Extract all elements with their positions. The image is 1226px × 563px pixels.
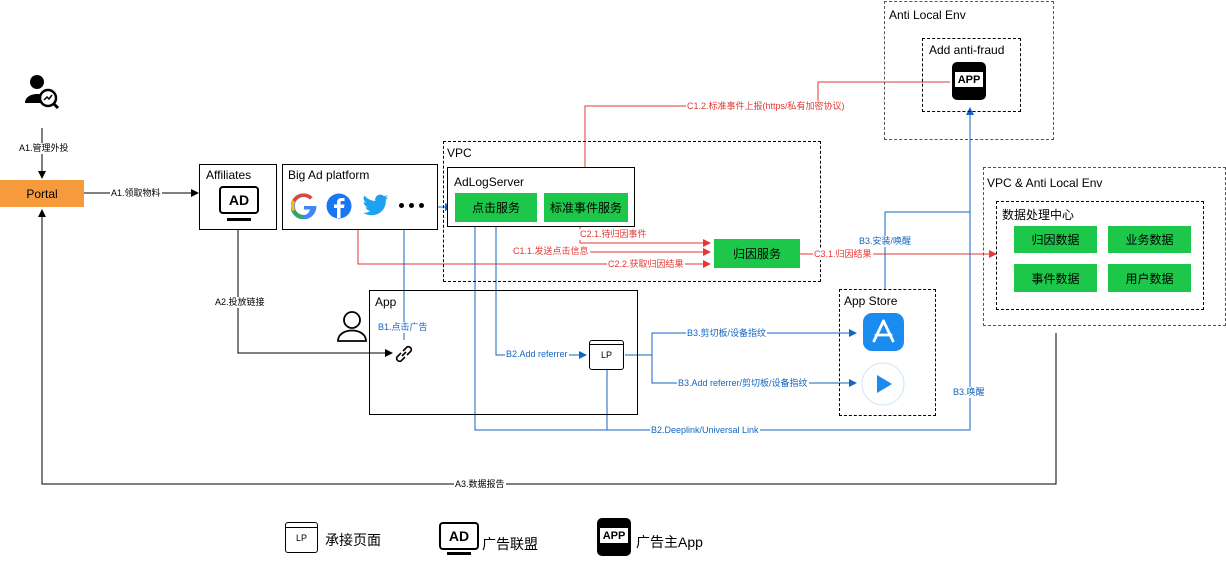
edge-label-b2-add-referrer: B2.Add referrer	[505, 349, 569, 360]
edge-label-b2-deeplink: B2.Deeplink/Universal Link	[650, 425, 760, 436]
app-store-title: App Store	[844, 294, 898, 308]
edge-label-b3-wake: B3.唤醒	[952, 387, 986, 398]
edge-label-a3-report: A3.数据报告	[454, 479, 506, 490]
edge-label-b3-install: B3.安装/唤醒	[858, 236, 913, 247]
twitter-icon	[363, 194, 388, 216]
edge-c2-2	[357, 230, 711, 268]
lp-text: LP	[600, 350, 612, 360]
edge-label-c1-2: C1.2.标准事件上报(https/私有加密协议)	[686, 101, 846, 112]
affiliates-node[interactable]: Affiliates AD	[199, 164, 277, 230]
legend-app-icon-text: APP	[600, 528, 628, 543]
end-user-icon	[337, 311, 367, 342]
app-container: App	[369, 290, 638, 415]
portal-node[interactable]: Portal	[0, 180, 84, 207]
anti-local-env-title: Anti Local Env	[889, 8, 966, 22]
edge-label-c1-1: C1.1.发送点击信息	[512, 246, 590, 257]
edge-a2-link	[237, 230, 393, 357]
vpc-container: VPC	[443, 141, 821, 282]
add-anti-fraud-title: Add anti-fraud	[929, 43, 1005, 57]
google-icon	[291, 193, 317, 219]
advertiser-app-icon-text: APP	[955, 72, 983, 87]
std-event-service-node[interactable]: 标准事件服务	[544, 193, 628, 222]
google-play-icon	[861, 362, 905, 406]
data-center-container: 数据处理中心	[996, 201, 1204, 310]
edge-label-c3-1: C3.1.归因结果	[813, 249, 873, 260]
edge-b3-install	[884, 211, 970, 290]
ad-icon-stand	[227, 218, 251, 221]
edge-label-c2-1: C2.1.待归因事件	[579, 229, 648, 240]
legend-ad-label: 广告联盟	[482, 536, 538, 552]
link-icon	[395, 345, 413, 363]
big-ad-platform-node[interactable]: Big Ad platform	[282, 164, 438, 230]
ad-network-icon: AD	[219, 186, 259, 214]
legend-ad-icon: AD	[439, 522, 479, 550]
user-data-node[interactable]: 用户数据	[1108, 264, 1191, 292]
data-center-title: 数据处理中心	[1002, 208, 1075, 222]
landing-page-node[interactable]: LP	[589, 340, 624, 370]
attribution-service-node[interactable]: 归因服务	[714, 239, 800, 268]
app-title: App	[375, 295, 397, 309]
legend-lp-icon: LP	[285, 522, 318, 553]
admin-user-icon	[25, 75, 60, 109]
affiliates-title: Affiliates	[206, 168, 252, 182]
edge-label-b3-add-referrer: B3.Add referrer/剪切板/设备指纹	[677, 378, 809, 389]
legend-app-label: 广告主App	[636, 534, 703, 550]
legend-lp-label: 承接页面	[325, 532, 381, 548]
edge-label-b1-click: B1.点击广告	[377, 322, 429, 333]
edge-label-b3-clipboard: B3.剪切板/设备指纹	[686, 328, 768, 339]
legend-lp-titlebar	[286, 527, 317, 528]
event-data-node[interactable]: 事件数据	[1014, 264, 1097, 292]
more-dot-1	[399, 203, 404, 208]
business-data-node[interactable]: 业务数据	[1108, 226, 1191, 253]
legend-ad-stand	[447, 552, 471, 555]
legend-app-icon: APP	[597, 518, 631, 556]
anti-local-env-container: Anti Local Env	[884, 1, 1054, 140]
edge-label-a1-fetch: A1.领取物料	[110, 188, 162, 199]
more-dot-3	[419, 203, 424, 208]
adlogserver-title: AdLogServer	[454, 175, 525, 189]
app-store-container: App Store	[839, 289, 936, 416]
lp-titlebar	[590, 344, 623, 345]
click-service-node[interactable]: 点击服务	[455, 193, 537, 222]
add-anti-fraud-container: Add anti-fraud	[922, 38, 1021, 112]
big-ad-platform-title: Big Ad platform	[288, 168, 370, 182]
ad-icon-text: AD	[228, 192, 250, 208]
apple-app-store-icon	[863, 313, 904, 351]
edge-label-c2-2: C2.2.获取归因结果	[607, 259, 685, 270]
more-dot-2	[409, 203, 414, 208]
advertiser-app-icon: APP	[952, 62, 986, 100]
edge-a3-report	[38, 209, 1057, 485]
vpc-title: VPC	[447, 146, 472, 160]
legend-lp-icon-text: LP	[295, 533, 307, 543]
vpc-anti-local-env-title: VPC & Anti Local Env	[987, 176, 1103, 190]
attribution-data-node[interactable]: 归因数据	[1014, 226, 1097, 253]
facebook-icon	[326, 193, 352, 219]
legend-ad-icon-text: AD	[448, 528, 470, 544]
edge-label-a1-manage: A1.管理外投	[18, 143, 70, 154]
edge-label-a2-link: A2.投放链接	[214, 297, 266, 308]
